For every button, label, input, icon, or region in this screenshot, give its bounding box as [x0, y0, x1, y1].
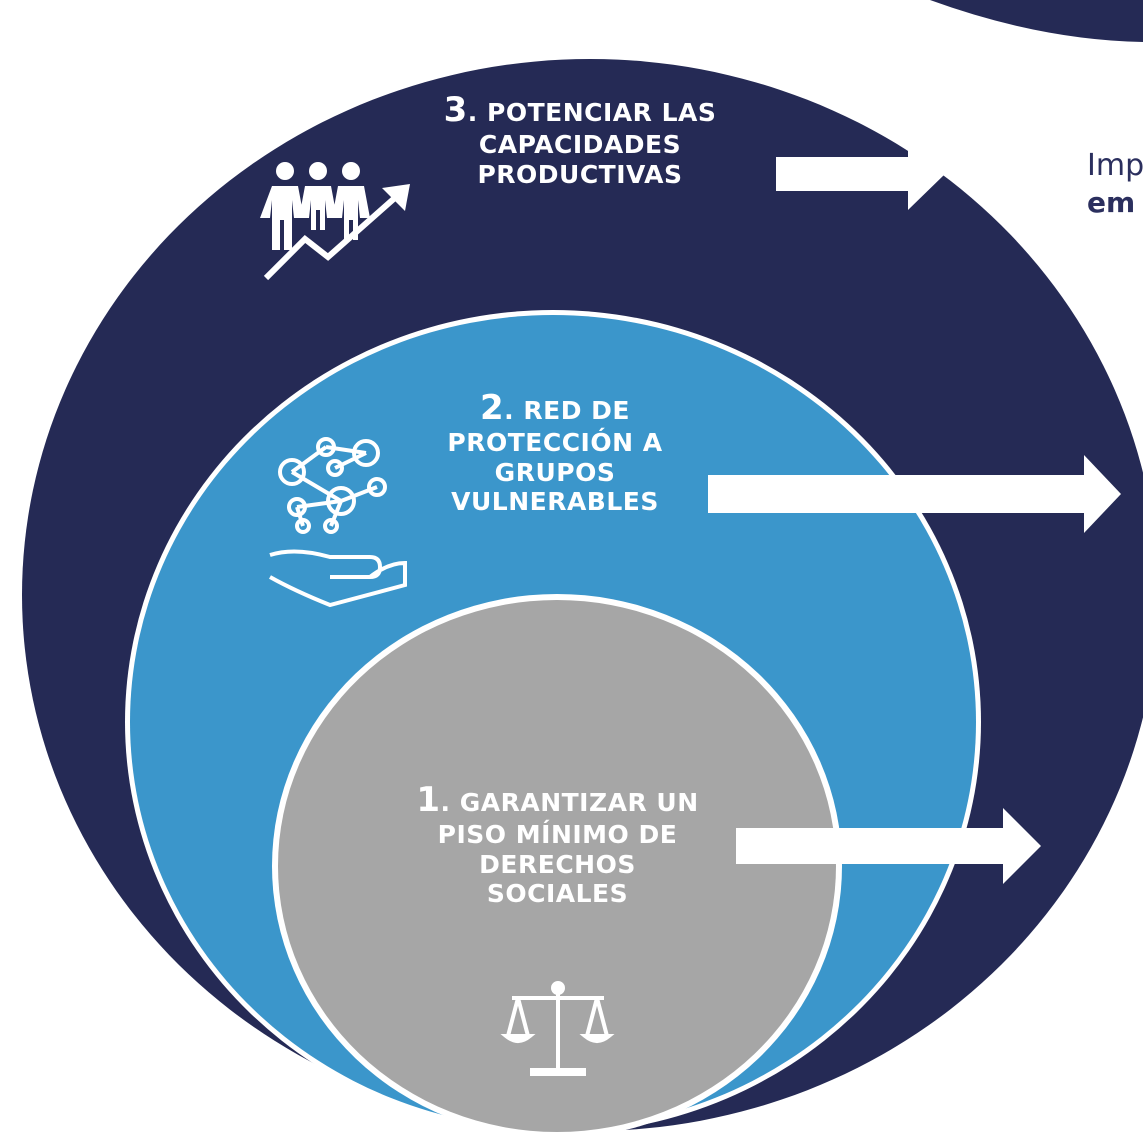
scales-icon	[500, 981, 615, 1076]
level-1-number: 1	[416, 780, 441, 820]
arrow-level-3	[776, 138, 945, 210]
level-3-label: 3. POTENCIAR LAS CAPACIDADES PRODUCTIVAS	[420, 90, 740, 189]
level-1-line-1: 1. GARANTIZAR UN	[416, 780, 699, 820]
inner-circle	[278, 600, 836, 1132]
people-growth-icon	[260, 162, 410, 281]
level-3-line-3: PRODUCTIVAS	[477, 159, 683, 189]
level-1-line-2: PISO MÍNIMO DE	[437, 820, 678, 850]
level-3-line-2: CAPACIDADES	[478, 130, 682, 160]
level-1-line-4: SOCIALES	[486, 879, 629, 909]
level-1-label: 1. GARANTIZAR UN PISO MÍNIMO DE DERECHOS…	[385, 780, 730, 909]
level-2-number: 2	[480, 388, 505, 428]
level-3-line-1: 3. POTENCIAR LAS	[443, 90, 717, 130]
network-hand-icon	[269, 437, 407, 608]
level-2-line-3: GRUPOS	[494, 457, 616, 487]
level-2-line-1: 2. RED DE	[480, 388, 630, 428]
level-2-label: 2. RED DE PROTECCIÓN A GRUPOS VULNERABLE…	[405, 388, 705, 517]
level-2-line-4: VULNERABLES	[451, 487, 659, 517]
arrow-level-2	[708, 455, 1121, 533]
arrow-level-1	[736, 808, 1041, 884]
top-circle-arc	[930, 0, 1143, 42]
side-text-line-1: Imp	[1087, 148, 1143, 183]
level-1-line-3: DERECHOS	[479, 849, 636, 879]
side-text-line-2: em	[1087, 186, 1136, 219]
level-3-number: 3	[443, 90, 468, 130]
level-2-line-2: PROTECCIÓN A	[447, 428, 663, 458]
